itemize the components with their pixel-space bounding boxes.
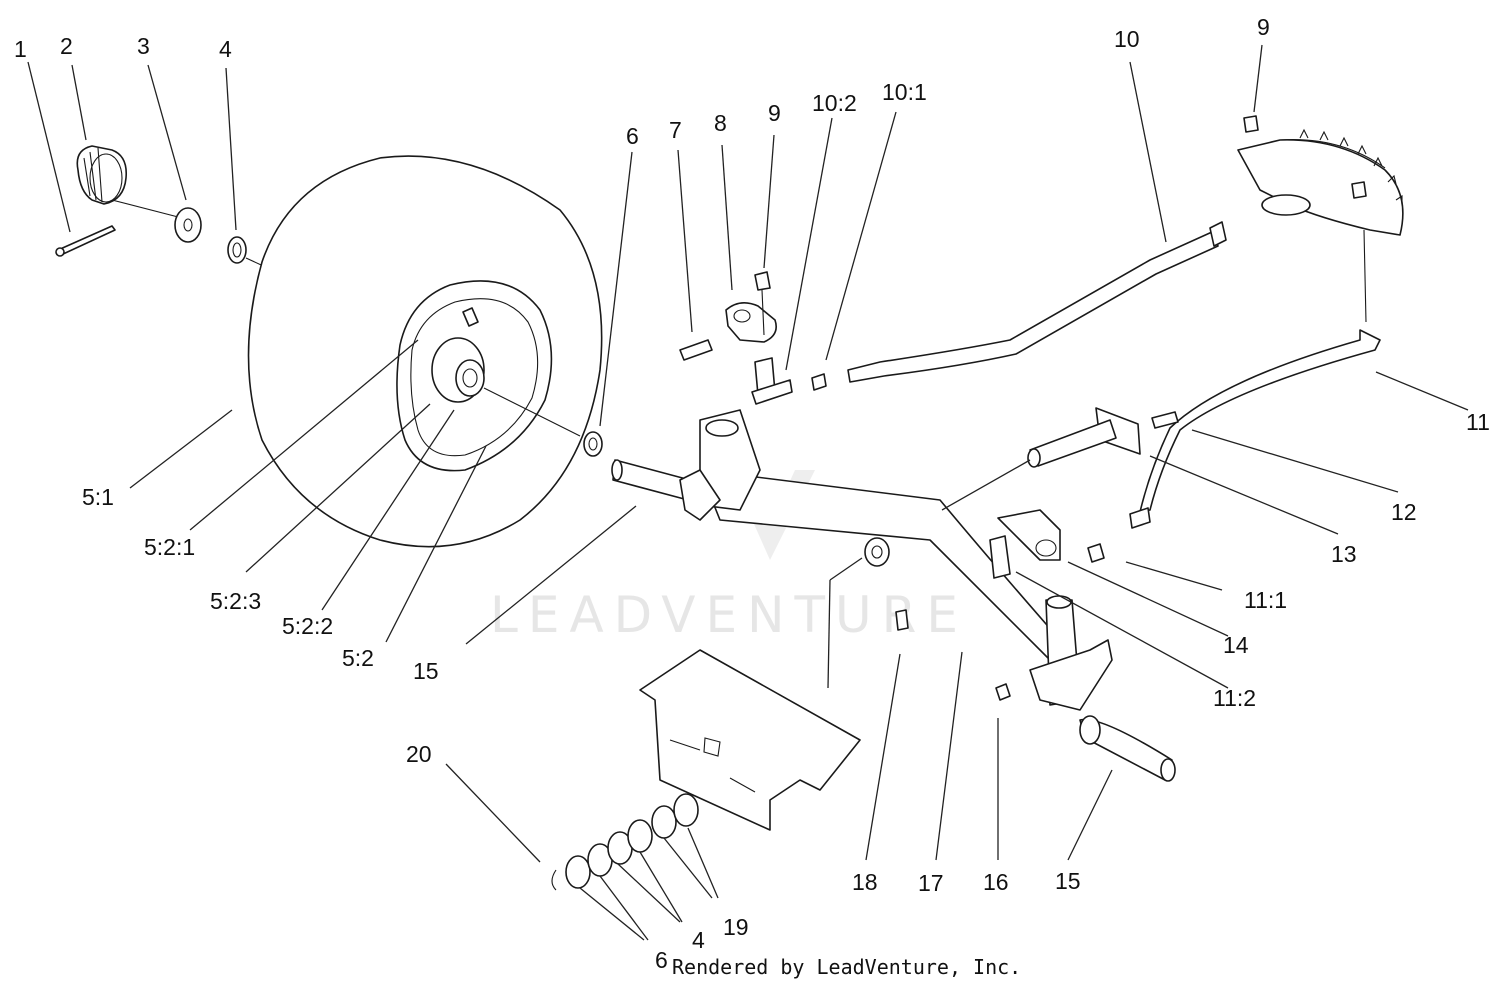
callout-8: 8 xyxy=(714,110,727,136)
wheel-cap-assembly xyxy=(55,145,273,271)
callout-11-2: 11:2 xyxy=(1213,685,1256,711)
sector-gear xyxy=(1237,115,1404,323)
callout-5-2-3: 5:2:3 xyxy=(210,588,261,614)
pin-7 xyxy=(679,339,713,361)
steering-arm-14 xyxy=(997,509,1061,561)
callout-1: 1 xyxy=(14,36,27,62)
callout-6: 6 xyxy=(626,123,639,149)
front-axle xyxy=(611,409,1176,782)
cotter-pin-eye xyxy=(55,247,65,257)
jam-nut-11-1 xyxy=(1087,543,1105,563)
sector-pivot xyxy=(1261,194,1311,216)
spacer-17 xyxy=(864,537,890,567)
bearing xyxy=(455,359,485,397)
left-spindle-shaft xyxy=(612,459,691,501)
callout-7: 7 xyxy=(669,117,682,143)
pivot-shaft-13 xyxy=(1029,419,1117,467)
tie-rod-11 xyxy=(1139,329,1381,513)
bolt-18 xyxy=(895,609,909,631)
callout-5-2-2: 5:2:2 xyxy=(282,613,333,639)
grease-fitting-16 xyxy=(995,683,1011,701)
steering-arm-8 xyxy=(725,302,777,343)
callout-12: 12 xyxy=(1391,499,1417,525)
drag-link-10 xyxy=(847,231,1219,383)
callout-labels: 1 2 3 4 6 7 8 9 10:2 10:1 10 9 11 12 13 … xyxy=(14,14,1490,973)
cotter-pin xyxy=(57,225,116,256)
callout-20: 20 xyxy=(406,741,432,767)
callout-11: 11 xyxy=(1466,409,1490,435)
steering-arm-assembly xyxy=(679,271,827,405)
right-spindle-bracket xyxy=(1029,639,1113,711)
sector-gear-plate xyxy=(1237,139,1404,236)
callout-11-1: 11:1 xyxy=(1244,587,1287,613)
callout-3: 3 xyxy=(137,33,150,59)
bolt-12 xyxy=(1151,411,1179,429)
callout-5-1: 5:1 xyxy=(82,484,114,510)
grease-fitting xyxy=(462,307,479,327)
leader-lines xyxy=(27,44,1469,941)
callout-2: 2 xyxy=(60,33,73,59)
callout-15-left: 15 xyxy=(413,658,439,684)
wheel-assembly xyxy=(247,155,603,548)
callout-4-stack: 4 xyxy=(692,927,705,953)
washer-stack xyxy=(551,793,699,891)
washer-3 xyxy=(174,207,202,243)
ball-joint-11-2 xyxy=(989,535,1011,579)
front-bumper-plate xyxy=(639,649,861,831)
callout-9-sector: 9 xyxy=(1257,14,1270,40)
callout-19: 19 xyxy=(723,914,749,940)
callout-10-1: 10:1 xyxy=(882,79,927,105)
pivot-bracket xyxy=(1027,407,1179,468)
callout-6-stack: 6 xyxy=(655,947,668,973)
nut-9 xyxy=(754,271,771,291)
callout-14: 14 xyxy=(1223,632,1249,658)
callout-17: 17 xyxy=(918,870,944,896)
callout-10-2: 10:2 xyxy=(812,90,857,116)
callout-9: 9 xyxy=(768,100,781,126)
hub-cap xyxy=(76,145,128,205)
render-credit: Rendered by LeadVenture, Inc. xyxy=(672,955,1021,979)
callout-10: 10 xyxy=(1114,26,1140,52)
callout-4: 4 xyxy=(219,36,232,62)
spacer-6 xyxy=(583,431,603,457)
callout-15-right: 15 xyxy=(1055,868,1081,894)
right-steering-arm xyxy=(989,509,1061,579)
callout-18: 18 xyxy=(852,869,878,895)
nut-9-sector xyxy=(1243,115,1259,133)
callout-5-2-1: 5:2:1 xyxy=(144,534,195,560)
left-spindle-arm xyxy=(679,469,721,521)
watermark-text: LEADVENTURE xyxy=(490,586,968,644)
callout-5-2: 5:2 xyxy=(342,645,374,671)
callout-13: 13 xyxy=(1331,541,1357,567)
washer-4 xyxy=(227,236,247,264)
jam-nut-10-1 xyxy=(811,373,827,391)
callout-16: 16 xyxy=(983,869,1009,895)
